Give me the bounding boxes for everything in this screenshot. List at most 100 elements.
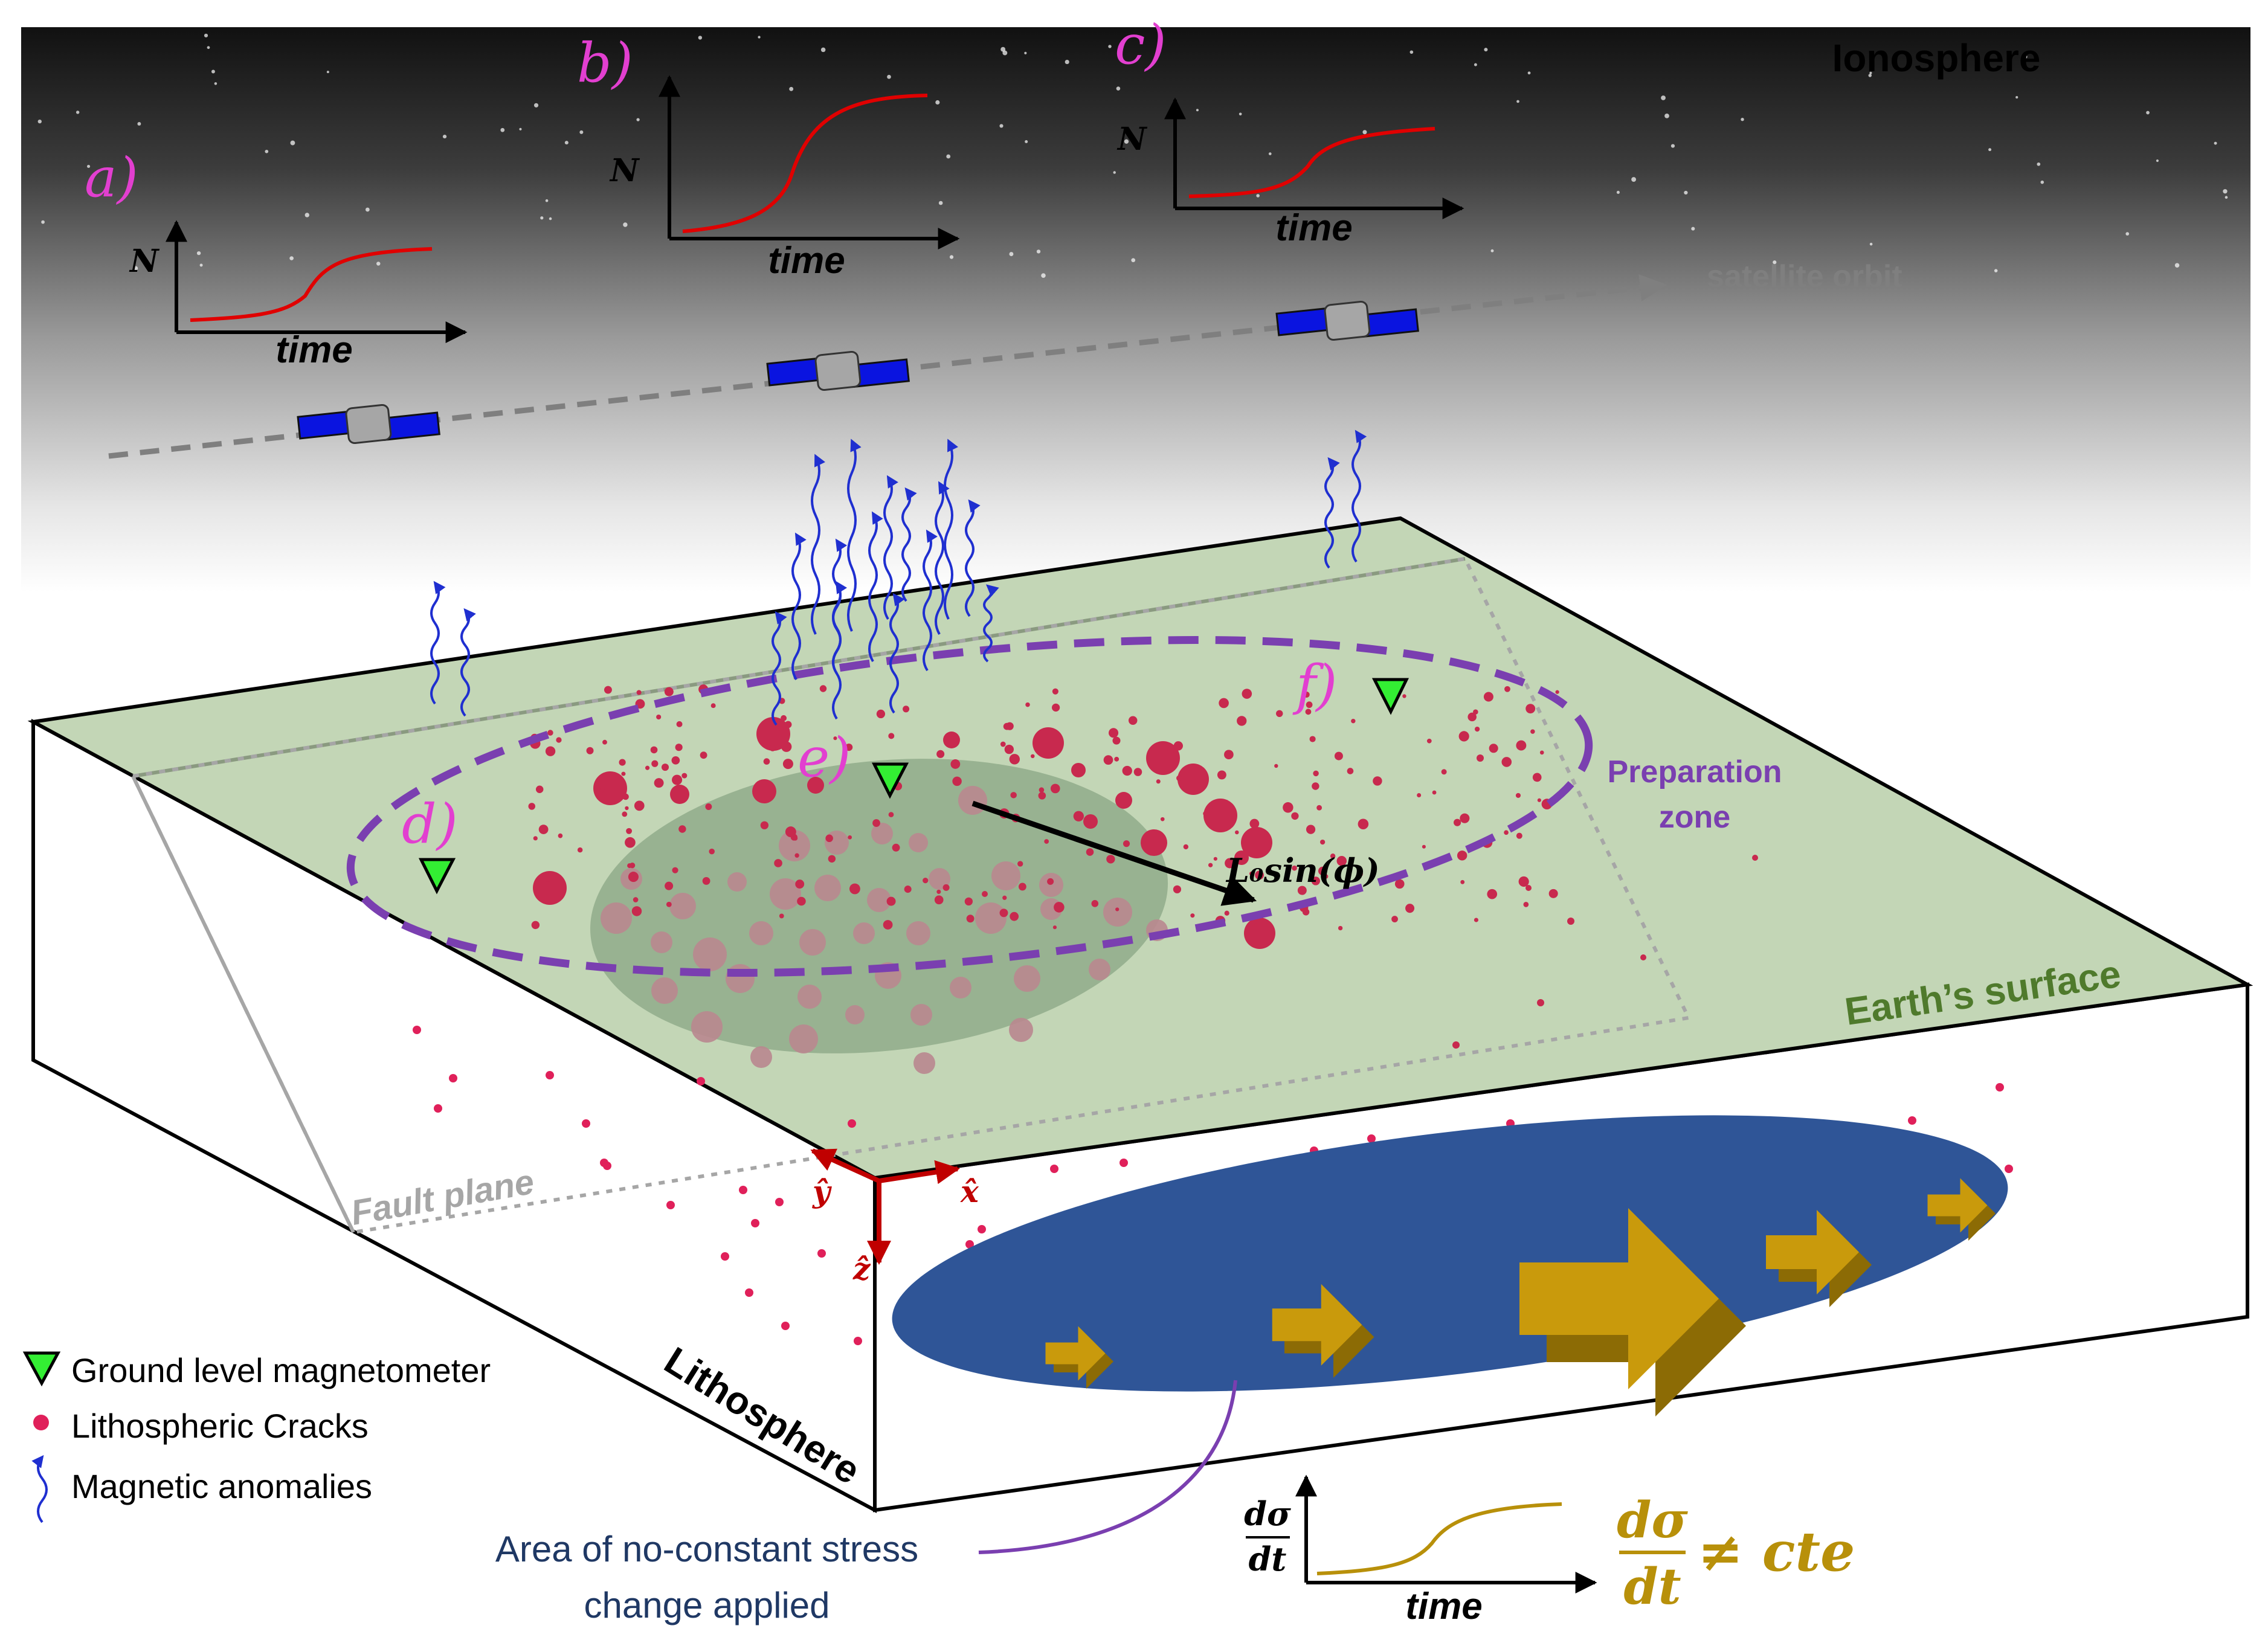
crack xyxy=(656,714,662,720)
crack xyxy=(749,921,773,945)
crack xyxy=(763,758,770,765)
panel-b-curve xyxy=(682,94,928,233)
crack xyxy=(1244,918,1275,949)
star xyxy=(1773,260,1777,265)
star xyxy=(1362,130,1367,135)
crack xyxy=(751,1219,759,1227)
crack xyxy=(538,825,549,834)
star xyxy=(76,111,80,114)
legend-cracks-label: Lithospheric Cracks xyxy=(71,1407,369,1445)
star xyxy=(1041,273,1046,278)
star xyxy=(199,263,203,267)
star xyxy=(1196,109,1199,112)
crack xyxy=(727,872,747,892)
crack xyxy=(848,835,852,840)
crack xyxy=(651,931,672,953)
stress-formula-den: dt xyxy=(1623,1558,1681,1616)
crack xyxy=(779,913,784,919)
crack xyxy=(577,847,583,853)
crack xyxy=(726,964,755,993)
crack xyxy=(745,1288,753,1297)
star xyxy=(2223,189,2228,194)
crack xyxy=(943,731,960,748)
crack xyxy=(872,819,880,827)
magnetic-anomaly-arrow xyxy=(965,499,981,617)
crack xyxy=(1323,874,1329,879)
crack xyxy=(1009,1018,1033,1042)
crack xyxy=(1336,856,1347,866)
crack xyxy=(1242,689,1252,699)
star xyxy=(137,122,141,126)
star xyxy=(1516,100,1519,103)
legend-anomaly-icon xyxy=(31,1455,48,1523)
crack xyxy=(1567,918,1574,925)
crack xyxy=(1115,792,1132,809)
crack xyxy=(681,773,688,779)
crack xyxy=(785,826,796,838)
star xyxy=(1108,45,1112,48)
crack xyxy=(1474,726,1480,732)
stress-plot: dσ dt time xyxy=(1244,1474,1597,1627)
crack xyxy=(1548,889,1558,898)
crack xyxy=(923,877,929,884)
panel-b-ylabel: N xyxy=(609,152,640,189)
y-axis-label: ŷ xyxy=(812,1174,832,1209)
crack xyxy=(958,786,987,815)
legend-magnetometer-icon xyxy=(22,1351,61,1387)
crack xyxy=(978,1225,986,1233)
star xyxy=(265,149,269,153)
crack xyxy=(697,1077,705,1085)
preparation-zone-label-line2: zone xyxy=(1659,800,1730,835)
crack xyxy=(691,1011,723,1043)
panel-c: c) N time xyxy=(1115,13,1464,249)
star xyxy=(290,140,295,146)
crack xyxy=(1128,716,1138,725)
crack xyxy=(666,1201,675,1209)
crack xyxy=(1518,876,1529,887)
crack xyxy=(888,812,894,817)
crack xyxy=(1120,1159,1128,1167)
crack xyxy=(952,776,962,786)
crack xyxy=(628,872,639,883)
star xyxy=(37,119,42,124)
crack xyxy=(709,848,715,855)
star xyxy=(1256,194,1260,198)
crack xyxy=(1504,686,1510,692)
star xyxy=(1025,140,1028,144)
star xyxy=(1116,86,1121,91)
ionosphere-label: Ionosphere xyxy=(1832,36,2041,80)
crack xyxy=(781,715,787,721)
crack xyxy=(1010,912,1019,921)
crack xyxy=(775,1198,784,1206)
star xyxy=(564,141,569,145)
crack xyxy=(645,765,650,770)
crack xyxy=(1467,712,1477,722)
panel-c-curve xyxy=(1188,127,1435,198)
crack xyxy=(1523,902,1529,907)
star xyxy=(1868,74,1872,77)
crack xyxy=(750,1046,772,1068)
crack xyxy=(1351,718,1356,724)
sky-stars xyxy=(37,33,2228,278)
crack xyxy=(1394,879,1405,889)
star xyxy=(376,262,381,266)
star xyxy=(1000,47,1006,52)
crack xyxy=(795,879,805,889)
star xyxy=(1691,227,1695,231)
star xyxy=(304,213,309,217)
magnetic-anomaly-arrow xyxy=(791,532,807,681)
magnetic-anomaly-arrow xyxy=(889,593,905,714)
crack xyxy=(664,687,674,696)
crack xyxy=(1516,832,1522,839)
crack xyxy=(670,785,689,804)
crack xyxy=(1106,855,1115,864)
crack xyxy=(975,902,1007,934)
crack xyxy=(1640,954,1646,960)
crack xyxy=(1103,898,1132,927)
crack xyxy=(1452,1041,1460,1049)
crack xyxy=(1030,754,1035,759)
area-leader-line xyxy=(978,1380,1237,1554)
crack xyxy=(1208,863,1213,867)
crack xyxy=(602,739,607,745)
crack xyxy=(1176,775,1182,782)
